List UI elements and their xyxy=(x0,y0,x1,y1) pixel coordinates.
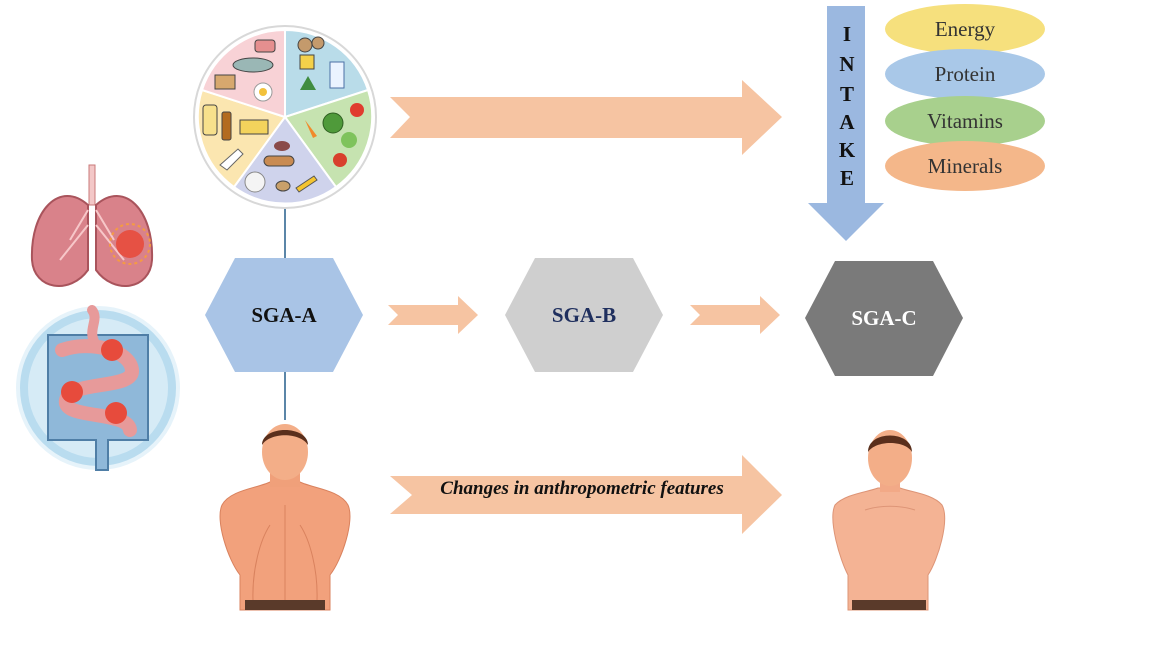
sga-c-label: SGA-C xyxy=(851,306,917,330)
nutrient-protein-label: Protein xyxy=(934,61,996,86)
nutrient-minerals: Minerals xyxy=(885,141,1045,191)
sga-a-hexagon xyxy=(205,258,363,372)
muscular-man-icon xyxy=(219,424,351,611)
intake-letter-6: E xyxy=(839,166,854,190)
intake-arrow xyxy=(808,6,884,241)
intestine-icon xyxy=(16,305,180,471)
intake-letter-1: I xyxy=(842,22,852,46)
intake-letter-5: K xyxy=(838,138,856,162)
sga-b-label: SGA-B xyxy=(551,302,617,327)
thin-man-icon xyxy=(832,430,946,611)
sga-a-to-b-arrow xyxy=(388,296,478,334)
sga-b-hexagon xyxy=(505,258,663,372)
nutrient-vitamins-label: Vitamins xyxy=(927,108,1003,133)
nutrient-energy: Energy xyxy=(885,4,1045,54)
lungs-icon xyxy=(30,164,154,287)
intake-letter-3: T xyxy=(839,82,854,106)
sga-a-label: SGA-A xyxy=(251,302,317,327)
nutrient-minerals-label: Minerals xyxy=(927,153,1003,178)
anthropometric-label: Changes in anthropometric features xyxy=(440,478,724,499)
nutrient-vitamins: Vitamins xyxy=(885,96,1045,146)
nutrient-energy-label: Energy xyxy=(934,16,996,41)
nutrient-protein: Protein xyxy=(885,49,1045,99)
intake-letter-2: N xyxy=(839,52,855,76)
intake-letter-4: A xyxy=(839,110,855,134)
food-plate-icon xyxy=(193,25,377,209)
anthropometric-arrow xyxy=(390,455,782,534)
food-to-intake-arrow xyxy=(390,80,782,155)
sga-c-hexagon xyxy=(805,261,963,376)
sga-b-to-c-arrow xyxy=(690,296,780,334)
